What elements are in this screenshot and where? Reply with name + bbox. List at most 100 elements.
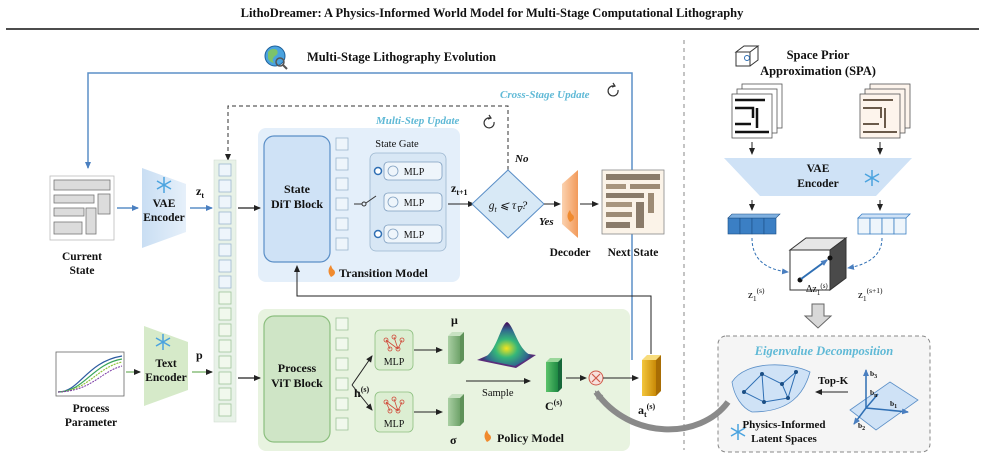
bn-label: bn bbox=[870, 388, 878, 399]
vae-right-line1: VAE bbox=[807, 163, 830, 175]
transition-model-label: Transition Model bbox=[339, 266, 428, 280]
basis-axes bbox=[849, 369, 919, 431]
multi-step-loop bbox=[225, 105, 509, 170]
state-dit-block bbox=[263, 135, 331, 263]
arrow bbox=[351, 384, 373, 411]
yes-label: Yes bbox=[539, 216, 554, 228]
gate-mlp-1: MLP bbox=[373, 161, 443, 181]
vae-left-line1: VAE bbox=[153, 198, 176, 210]
token-sequence bbox=[218, 163, 232, 417]
b1-label: b1 bbox=[890, 399, 897, 410]
p-label: p bbox=[196, 348, 203, 362]
sigma-label: σ bbox=[450, 433, 457, 447]
snowflake-icon bbox=[156, 177, 172, 193]
network-icon bbox=[387, 165, 399, 177]
latent-manifold bbox=[731, 364, 811, 413]
latent-line2: Latent Spaces bbox=[751, 433, 817, 445]
policy-panel bbox=[258, 309, 630, 451]
dit-token-column bbox=[335, 137, 349, 251]
latent-row-right bbox=[857, 213, 911, 235]
sample-label: Sample bbox=[482, 388, 514, 399]
latent-row-left bbox=[727, 213, 781, 235]
snowflake-icon bbox=[730, 424, 746, 440]
dashed-arrow-right bbox=[847, 237, 883, 270]
neural-net-icon bbox=[383, 396, 405, 414]
page-title: LithoDreamer: A Physics-Informed World M… bbox=[241, 6, 745, 20]
vae-left-line2: Encoder bbox=[143, 212, 185, 224]
vit-token-column bbox=[335, 317, 349, 431]
layout-stack-right bbox=[859, 83, 911, 139]
network-icon bbox=[387, 196, 399, 208]
policy-mlp-1: MLP bbox=[374, 329, 414, 371]
current-state-line2: State bbox=[70, 265, 95, 277]
snowflake-icon bbox=[155, 334, 171, 350]
policy-mlp-2: MLP bbox=[374, 391, 414, 433]
arrow bbox=[351, 355, 373, 386]
gate-mlp-1-label: MLP bbox=[404, 167, 425, 178]
decoder-label: Decoder bbox=[550, 247, 591, 259]
decoder-block bbox=[562, 170, 578, 238]
text-encoder-line2: Encoder bbox=[145, 372, 187, 384]
mu-token bbox=[448, 332, 464, 364]
flame-icon bbox=[328, 265, 335, 277]
gate-mlp-3: MLP bbox=[373, 224, 443, 244]
process-vit-line2: ViT Block bbox=[271, 376, 323, 390]
network-icon bbox=[387, 228, 399, 240]
multiply-icon bbox=[588, 370, 604, 386]
neural-net-icon bbox=[383, 334, 405, 352]
c-s-token bbox=[546, 358, 562, 392]
vae-encoder-left bbox=[142, 168, 186, 248]
gate-mlp-2-label: MLP bbox=[404, 198, 425, 209]
a-t-s-token bbox=[642, 355, 661, 396]
gate-mlp-3-label: MLP bbox=[404, 230, 425, 241]
down-arrow bbox=[803, 303, 833, 329]
text-encoder-line1: Text bbox=[155, 358, 176, 370]
state-gate-label: State Gate bbox=[375, 139, 419, 150]
process-parameter-line2: Parameter bbox=[65, 417, 117, 429]
a-t-s-label: at(s) bbox=[638, 402, 655, 419]
flame-icon bbox=[567, 210, 574, 222]
c-s-label: C(s) bbox=[545, 398, 562, 413]
b2-label: b2 bbox=[858, 421, 865, 432]
policy-mlp-2-label: MLP bbox=[384, 419, 405, 430]
process-parameter-line1: Process bbox=[73, 403, 110, 415]
sigma-token bbox=[448, 394, 464, 426]
b3-label: b3 bbox=[870, 369, 877, 380]
process-vit-block bbox=[263, 315, 331, 443]
current-state-layout bbox=[49, 175, 115, 241]
dashed-arrow-left bbox=[751, 237, 789, 275]
cube-icon bbox=[734, 45, 760, 67]
process-vit-line1: Process bbox=[278, 361, 317, 375]
left-header: Multi-Stage Lithography Evolution bbox=[307, 50, 496, 64]
text-encoder bbox=[144, 326, 188, 406]
state-dit-line1: State bbox=[284, 182, 311, 196]
eigen-label: Eigenvalue Decomposition bbox=[754, 344, 894, 358]
refresh-icon bbox=[483, 114, 495, 129]
state-dit-line2: DiT Block bbox=[271, 197, 323, 211]
delta-z-label: Δz1(s) bbox=[806, 282, 828, 297]
layout-stack-left bbox=[731, 83, 783, 139]
spa-title-line2: Approximation (SPA) bbox=[760, 64, 876, 78]
globe-icon bbox=[264, 45, 288, 70]
process-parameter-plot bbox=[55, 351, 125, 397]
action-feedback-arrow bbox=[294, 265, 652, 354]
h-s-label: h(s) bbox=[354, 385, 369, 400]
flame-icon bbox=[484, 430, 491, 442]
snowflake-icon bbox=[864, 170, 880, 186]
gate-switch-icon bbox=[354, 195, 377, 207]
prior-feedback-arrow bbox=[593, 390, 731, 433]
z1-s-label: z1(s) bbox=[748, 286, 765, 303]
vae-right-line2: Encoder bbox=[797, 178, 839, 190]
latent-line1: Physics-Informed bbox=[742, 419, 825, 431]
current-state-line1: Current bbox=[62, 251, 102, 263]
multi-step-label: Multi-Step Update bbox=[375, 115, 460, 127]
zt1-label: zt+1 bbox=[451, 181, 468, 197]
gaussian-surface bbox=[477, 322, 536, 368]
mu-label: μ bbox=[451, 313, 458, 327]
no-label: No bbox=[514, 153, 529, 165]
gate-mlp-2: MLP bbox=[383, 192, 443, 212]
latent-cube bbox=[788, 237, 848, 291]
topk-label: Top-K bbox=[818, 375, 849, 387]
decision-diamond bbox=[471, 169, 545, 239]
